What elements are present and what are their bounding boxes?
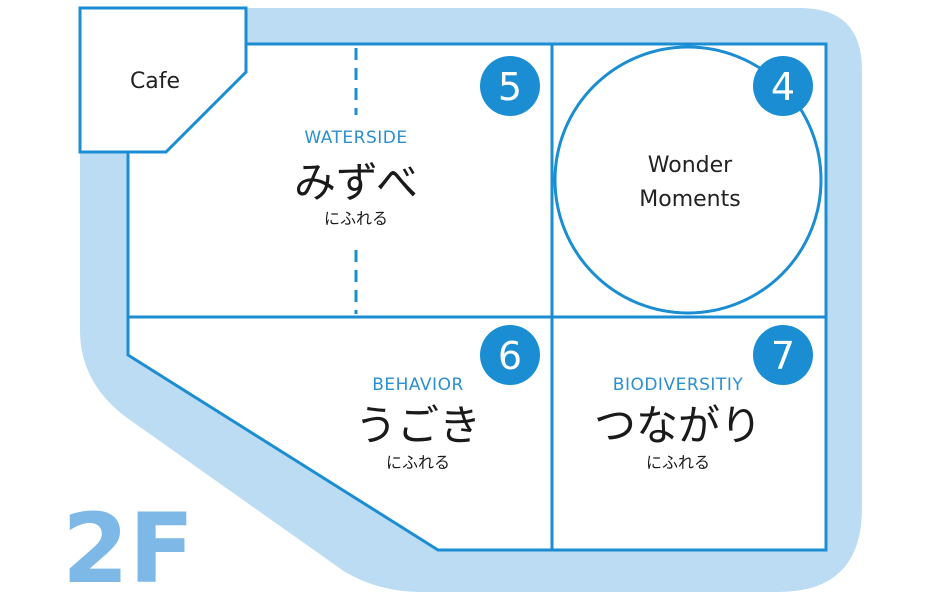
zone-4-label-line2: Moments [639, 187, 740, 212]
zone-6-badge: 6 [480, 325, 540, 385]
zone-6-jp-title: うごき [355, 401, 481, 450]
zone-6-sub-label: にふれる [386, 453, 450, 472]
zone-7-en-label: BIODIVERSITIY [613, 375, 744, 395]
zone-4-badge: 4 [753, 56, 813, 116]
zone-5-jp-title: みずべ [294, 158, 418, 207]
zone-7-sub-label: にふれる [646, 453, 710, 472]
zone-5-number: 5 [498, 65, 522, 109]
cafe-label: Cafe [130, 69, 180, 94]
zone-biodiversity[interactable] [550, 315, 828, 552]
zone-6-number: 6 [498, 334, 522, 378]
zone-4-number: 4 [771, 65, 795, 109]
zone-5-en-label: WATERSIDE [304, 128, 407, 148]
zone-5-sub-label: にふれる [324, 209, 388, 228]
zone-behavior[interactable] [126, 315, 554, 552]
zone-7-jp-title: つながり [594, 401, 762, 450]
floor-label: 2F [62, 493, 194, 605]
zone-5-badge: 5 [480, 56, 540, 116]
zone-7-badge: 7 [753, 325, 813, 385]
zone-7-number: 7 [771, 334, 795, 378]
zone-6-en-label: BEHAVIOR [372, 375, 464, 395]
cafe-area[interactable] [78, 6, 248, 154]
zone-4-label-line1: Wonder [648, 153, 733, 178]
wonder-moments-circle [553, 45, 823, 315]
